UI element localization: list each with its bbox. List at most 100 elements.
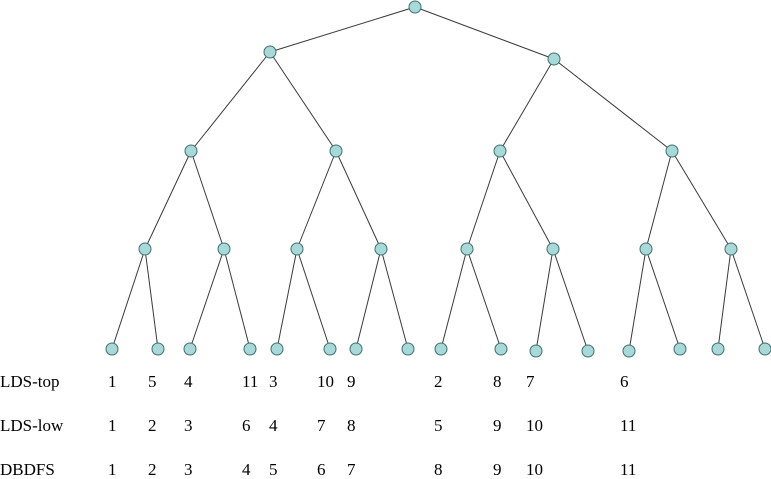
leaf-node: [349, 342, 363, 356]
order-value: 6: [242, 416, 251, 435]
leaf-node: [758, 342, 771, 356]
tree-edge: [296, 248, 331, 350]
tree-edge: [335, 150, 382, 250]
order-value: 8: [347, 416, 356, 435]
order-value: 1: [108, 416, 117, 435]
tree-edge: [645, 150, 673, 250]
tree-edge: [189, 248, 225, 350]
tree-edge: [296, 150, 337, 250]
order-value: 2: [148, 416, 157, 435]
tree-edge: [466, 248, 502, 350]
leaf-node: [105, 342, 119, 356]
tree-edge: [552, 248, 589, 352]
tree-edges: [111, 6, 766, 352]
order-value: 4: [242, 460, 251, 479]
tree-edge: [223, 248, 251, 350]
tree-node: [184, 144, 198, 158]
order-value: 11: [242, 372, 258, 391]
order-value: 3: [184, 460, 193, 479]
tree-node: [724, 242, 738, 256]
tree-edge: [269, 6, 416, 53]
tree-edge: [276, 248, 298, 350]
leaf-node: [711, 342, 725, 356]
order-value: 4: [269, 416, 278, 435]
tree-edge: [671, 150, 732, 250]
order-value: 1: [108, 460, 117, 479]
tree-edge: [499, 58, 555, 152]
tree-node: [665, 144, 679, 158]
tree-edge: [440, 248, 468, 350]
tree-edge: [466, 150, 501, 250]
tree-node: [217, 242, 231, 256]
order-value: 10: [317, 372, 334, 391]
order-value: 4: [184, 372, 193, 391]
tree-edge: [144, 150, 192, 250]
tree-node: [547, 52, 561, 66]
order-value: 8: [434, 460, 443, 479]
order-value: 10: [526, 460, 543, 479]
tree-node: [408, 0, 422, 14]
order-value: 3: [184, 416, 193, 435]
tree-node: [374, 242, 388, 256]
order-value: 2: [148, 460, 157, 479]
tree-edge: [645, 248, 681, 350]
order-value: 7: [347, 460, 356, 479]
tree-edge: [190, 51, 271, 152]
row-label: LDS-top: [0, 372, 60, 391]
order-value: 6: [620, 372, 629, 391]
tree-node: [546, 242, 560, 256]
order-value: 9: [347, 372, 356, 391]
order-value: 11: [620, 416, 636, 435]
tree-edge: [190, 150, 225, 250]
tree-edge: [111, 248, 146, 350]
tree-node: [639, 242, 653, 256]
order-value: 9: [493, 416, 502, 435]
order-value: 8: [493, 372, 502, 391]
tree-edge: [144, 248, 159, 350]
order-value: 5: [269, 460, 278, 479]
order-value: 1: [108, 372, 117, 391]
leaf-node: [494, 342, 508, 356]
tree-node: [263, 45, 277, 59]
order-value: 6: [317, 460, 326, 479]
tree-node: [138, 242, 152, 256]
leaf-node: [622, 344, 636, 358]
tree-edge: [380, 248, 409, 350]
order-value: 3: [269, 372, 278, 391]
leaf-node: [323, 342, 337, 356]
tree-node: [329, 144, 343, 158]
leaf-node: [243, 342, 257, 356]
order-value: 7: [526, 372, 535, 391]
row-label: LDS-low: [0, 416, 64, 435]
tree-nodes: [105, 0, 771, 358]
tree-edge: [730, 248, 766, 350]
order-value: 5: [434, 416, 443, 435]
tree-node: [460, 242, 474, 256]
leaf-node: [270, 342, 284, 356]
leaf-node: [673, 342, 687, 356]
order-value: 9: [493, 460, 502, 479]
tree-edge: [628, 248, 647, 352]
leaf-node: [183, 342, 197, 356]
order-value: 7: [317, 416, 326, 435]
order-value: 2: [434, 372, 443, 391]
order-value: 10: [526, 416, 543, 435]
tree-edge: [499, 150, 554, 250]
tree-edge: [414, 6, 555, 60]
tree-edge: [717, 248, 732, 350]
leaf-node: [401, 342, 415, 356]
leaf-node: [529, 344, 543, 358]
leaf-node: [151, 342, 165, 356]
order-value: 11: [620, 460, 636, 479]
row-label: DBDFS: [0, 460, 55, 479]
order-value: 5: [148, 372, 157, 391]
tree-edge: [553, 58, 673, 152]
tree-edge: [535, 248, 554, 352]
tree-node: [493, 144, 507, 158]
tree-edge: [269, 51, 337, 152]
leaf-node: [581, 344, 595, 358]
tree-edge: [355, 248, 382, 350]
tree-node: [290, 242, 304, 256]
